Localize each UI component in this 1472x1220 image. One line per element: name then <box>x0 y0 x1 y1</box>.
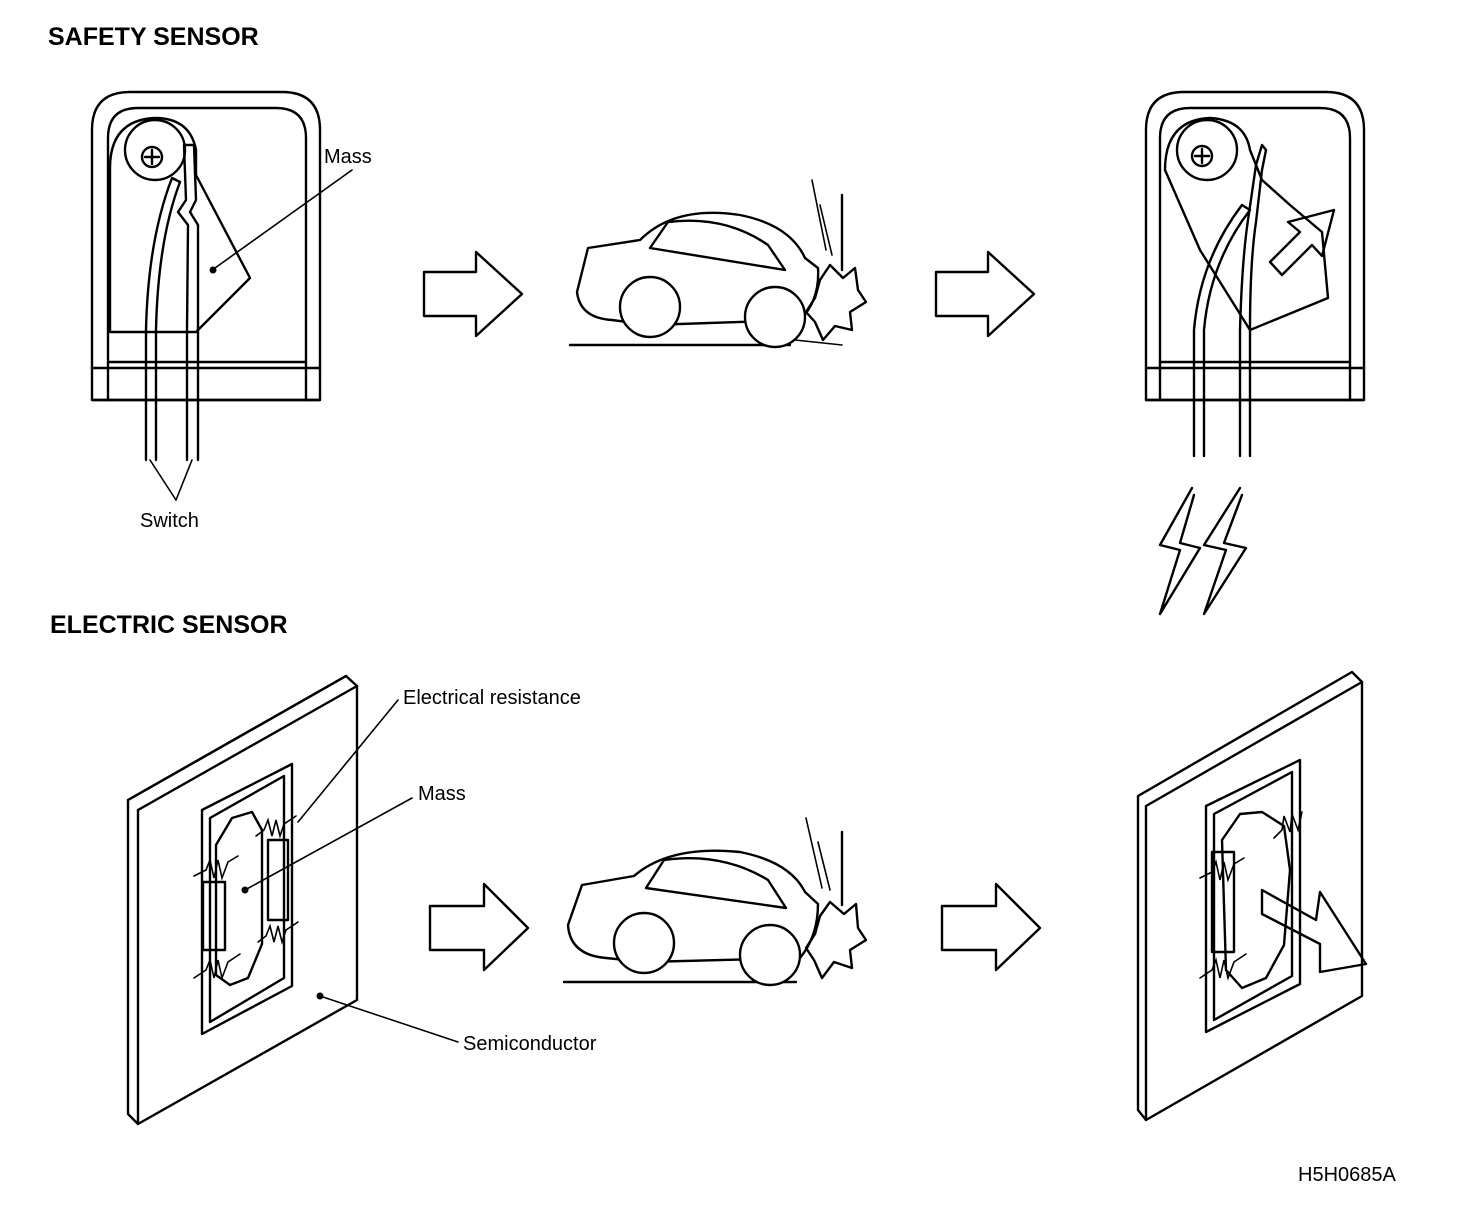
housing-outer <box>90 90 322 402</box>
right-arrow-icon <box>934 250 1036 338</box>
car-wheel-rear <box>738 923 802 987</box>
switch-lead-right <box>176 143 200 462</box>
electrical-resistance-label: Electrical resistance <box>403 687 581 709</box>
resistor-icon <box>1273 811 1303 839</box>
displacement-arrow-icon <box>1260 888 1368 974</box>
switch-leader-left <box>149 459 177 501</box>
resistor-icon <box>1199 953 1247 981</box>
resistor-icon <box>257 921 299 945</box>
plate-window <box>200 762 294 1036</box>
electrical-resistance-leader <box>297 699 399 823</box>
housing-inner <box>1158 106 1352 402</box>
resistor-icon <box>1199 857 1245 883</box>
switch-lead-closed-left <box>1192 203 1252 458</box>
car-wheel-rear <box>743 285 807 349</box>
switch-leader-right <box>175 459 193 501</box>
safety-mass-label: Mass <box>324 146 372 168</box>
lightning-icon <box>1158 486 1202 616</box>
pivot-screw-icon <box>140 145 164 169</box>
resistor-icon <box>193 953 241 981</box>
mass-leader <box>214 169 353 269</box>
safety-switch-label: Switch <box>140 510 199 532</box>
semiconductor-plate <box>1136 670 1364 1122</box>
switch-lead-closed-right <box>1238 143 1268 458</box>
right-arrow-icon <box>428 882 530 972</box>
right-arrow-icon <box>940 882 1042 972</box>
car-body <box>566 849 820 964</box>
figure-code: H5H0685A <box>1298 1164 1397 1186</box>
electric-sensor-normal: Electrical resistance Mass Semiconductor <box>126 674 597 1126</box>
housing-outer <box>1144 90 1366 402</box>
car-crash-icon <box>562 817 868 987</box>
semiconductor-leader <box>319 995 459 1043</box>
mass-pivot <box>1175 118 1239 182</box>
semiconductor-plate <box>126 674 359 1126</box>
car-crash-icon <box>568 179 868 349</box>
resistor-icon <box>255 815 297 839</box>
housing-inner <box>106 106 308 402</box>
car-wheel-front <box>618 275 682 339</box>
car-window <box>644 857 788 910</box>
car-window <box>648 219 787 272</box>
mass-body-rotated <box>1163 116 1330 332</box>
lightning-icon <box>1202 486 1248 616</box>
switch-lead-left <box>144 176 182 462</box>
plate-window <box>1204 758 1302 1034</box>
impact-burst <box>804 900 868 980</box>
mass-body <box>108 116 252 334</box>
safety-sensor-normal: Mass Switch <box>90 90 372 532</box>
mass-pivot <box>123 118 187 182</box>
electric-sensor-title: ELECTRIC SENSOR <box>50 611 288 639</box>
mass-block-displaced <box>1220 810 1292 990</box>
safety-sensor-activated <box>1144 90 1366 458</box>
semiconductor-label: Semiconductor <box>463 1033 597 1055</box>
electric-mass-label: Mass <box>418 783 466 805</box>
resistor-icon <box>193 855 239 881</box>
mass-block <box>214 810 264 987</box>
mass-leader <box>244 797 413 891</box>
car-wheel-front <box>612 911 676 975</box>
impact-burst <box>804 263 868 342</box>
displacement-arrow-icon <box>1268 208 1336 277</box>
pivot-screw-icon <box>1190 144 1214 168</box>
right-arrow-icon <box>422 250 524 338</box>
safety-sensor-title: SAFETY SENSOR <box>48 23 259 51</box>
electric-sensor-activated <box>1136 670 1368 1122</box>
